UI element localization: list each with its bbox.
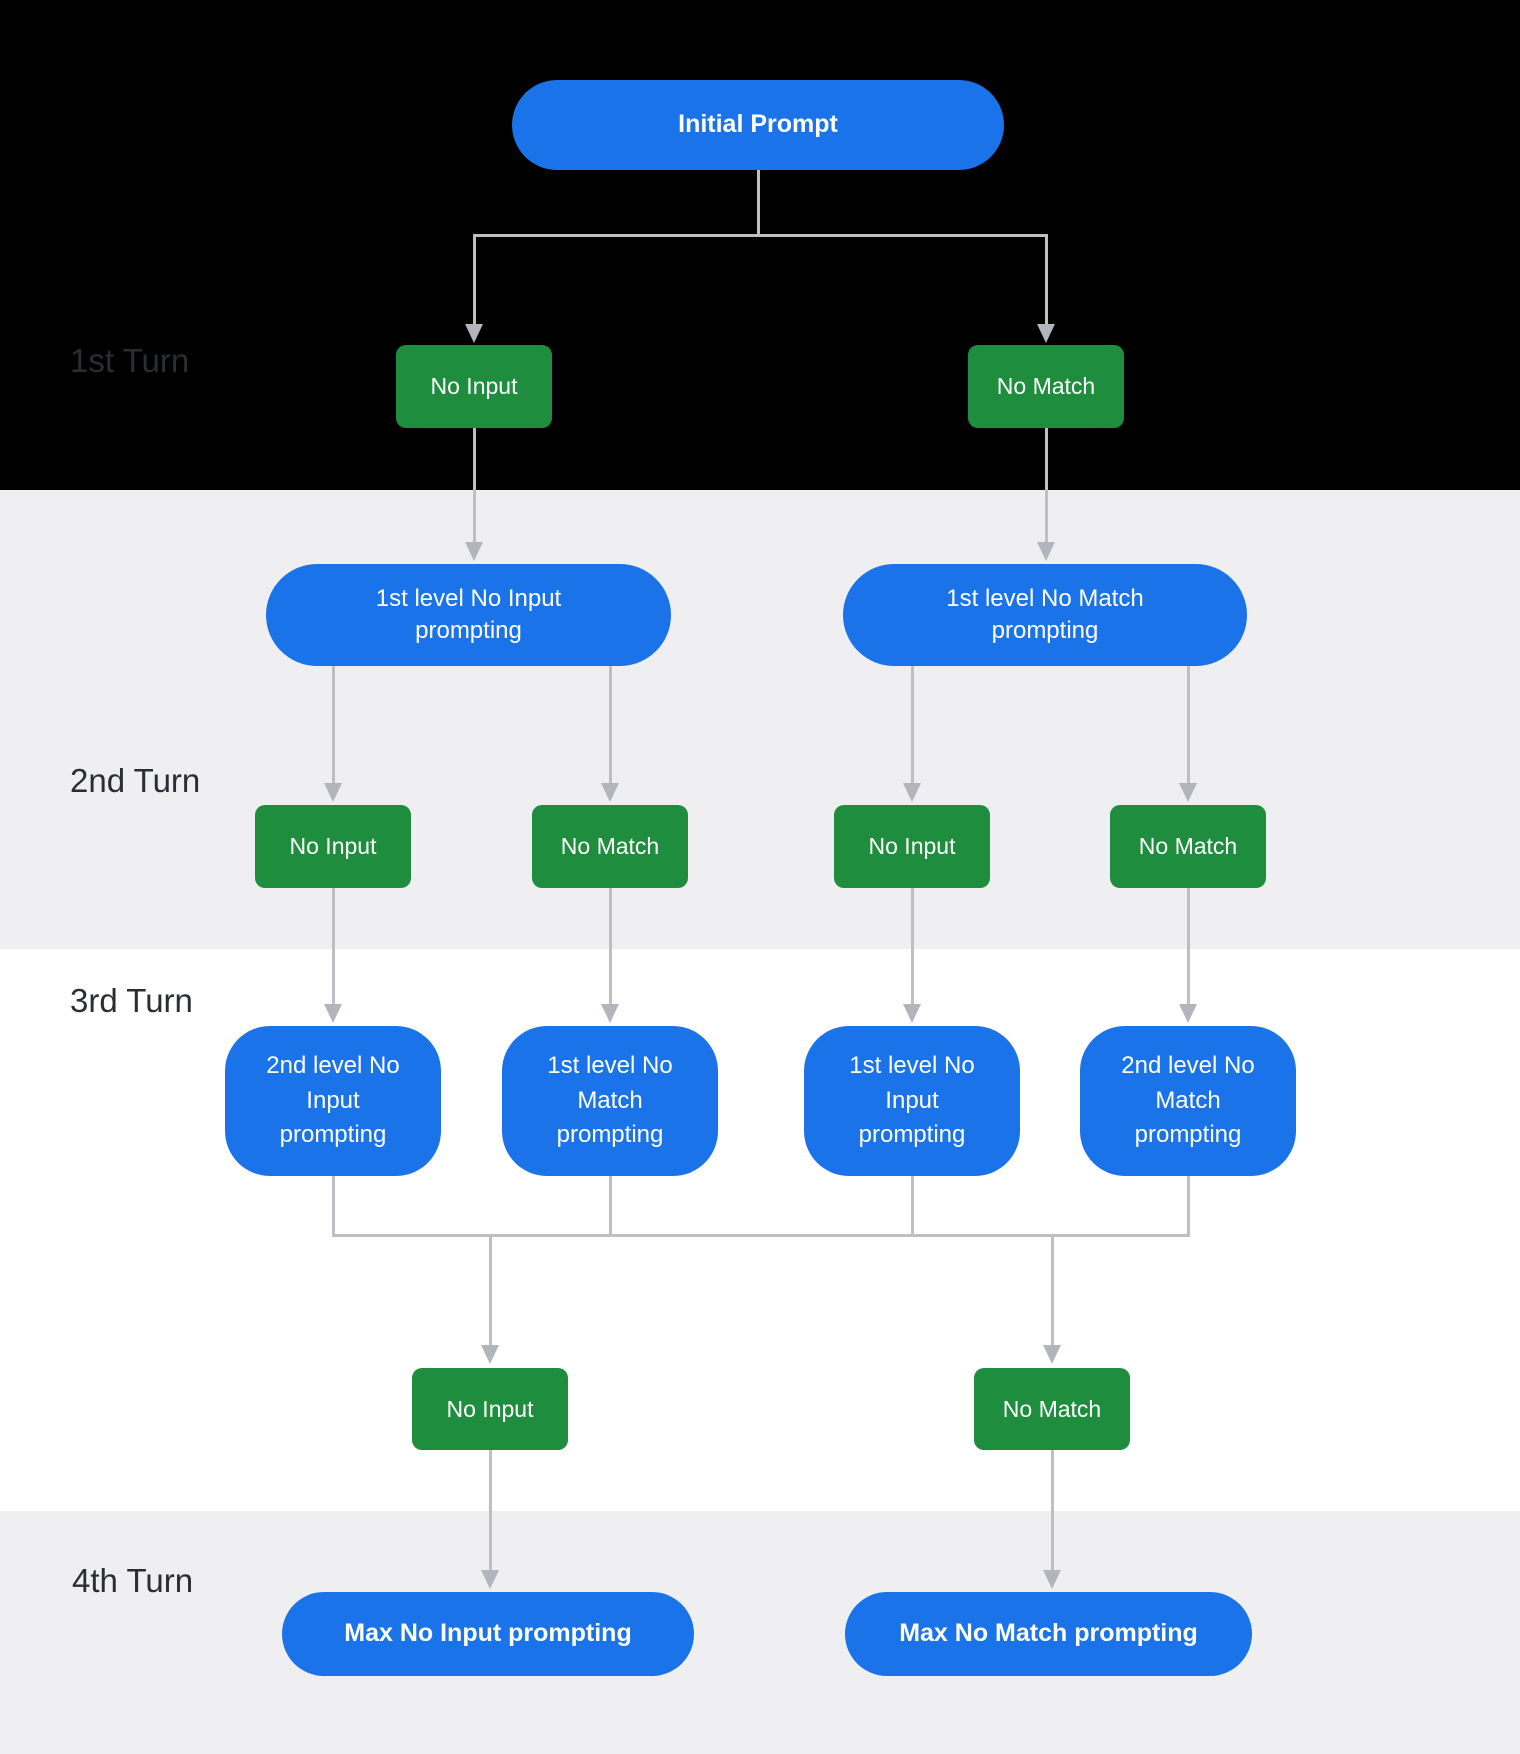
node-label: No Input	[289, 833, 377, 859]
arrowhead-icon	[1037, 324, 1055, 343]
node-turn2-no-match-right: No Match	[1110, 805, 1266, 888]
node-label: No Input	[868, 833, 956, 859]
node-turn2-no-input-right: No Input	[834, 805, 990, 888]
node-label-line: 1st level No	[849, 1051, 975, 1079]
node-label-line: Input	[885, 1086, 939, 1114]
arrowhead-icon	[481, 1345, 499, 1364]
connector-line-horizontal	[472, 233, 1048, 237]
arrowhead-icon	[481, 1570, 499, 1589]
connector-arrow-line	[608, 888, 612, 1007]
node-label: Max No Match prompting	[899, 1619, 1198, 1648]
arrowhead-icon	[1043, 1345, 1061, 1364]
arrowhead-icon	[1179, 783, 1197, 802]
connector-line-horizontal	[331, 1233, 1190, 1237]
band-turn-1	[0, 0, 1520, 490]
node-label: No Match	[560, 833, 660, 859]
node-label: Max No Input prompting	[344, 1619, 632, 1648]
node-turn2-no-match-left: No Match	[532, 805, 688, 888]
connector-arrow-line	[1044, 235, 1048, 327]
node-label-line: Input	[306, 1086, 360, 1114]
arrowhead-icon	[601, 783, 619, 802]
node-initial-prompt: Initial Prompt	[512, 80, 1004, 170]
arrowhead-icon	[601, 1004, 619, 1023]
node-label: No Match	[996, 373, 1096, 399]
connector-line	[910, 1176, 914, 1237]
arrowhead-icon	[1043, 1570, 1061, 1589]
node-label-line: 2nd level No	[1121, 1051, 1255, 1079]
node-level1-no-match-prompting: 1st level No Match prompting	[843, 564, 1247, 666]
node-label-line: Match	[577, 1086, 643, 1114]
connector-arrow-line	[488, 1450, 492, 1573]
arrowhead-icon	[903, 783, 921, 802]
connector-arrow-line	[1186, 888, 1190, 1007]
connector-arrow-line	[331, 666, 335, 786]
node-turn3-no-match: No Match	[974, 1368, 1130, 1450]
band-turn-4	[0, 1511, 1520, 1754]
node-label: No Input	[446, 1395, 534, 1422]
node-turn1-no-match: No Match	[968, 345, 1124, 428]
node-label-line: Match	[1155, 1086, 1221, 1114]
node-level1-no-input-prompting: 1st level No Input prompting	[266, 564, 671, 666]
node-label-line: prompting	[1134, 1121, 1242, 1149]
node-label-line: prompting	[991, 617, 1099, 644]
turn-label-1: 1st Turn	[70, 342, 190, 379]
node-max-no-input-prompting: Max No Input prompting	[282, 1592, 694, 1676]
node-label-line: prompting	[556, 1121, 664, 1149]
connector-arrow-line	[472, 235, 476, 327]
connector-arrow-line	[1044, 428, 1048, 545]
connector-arrow-line	[1050, 1450, 1054, 1573]
node-label-line: prompting	[858, 1121, 966, 1149]
node-turn1-no-input: No Input	[396, 345, 552, 428]
node-label-line: 2nd level No	[266, 1051, 400, 1079]
node-label-line: 1st level No Input	[375, 584, 562, 612]
turn-label-2: 2nd Turn	[70, 762, 201, 799]
node-label-line: prompting	[415, 617, 522, 644]
arrowhead-icon	[324, 1004, 342, 1023]
node-label-line: 1st level No Match	[946, 584, 1144, 612]
node-label: No Match	[1002, 1395, 1102, 1422]
node-level2-no-input-prompting: 2nd level No Input prompting	[225, 1026, 441, 1176]
node-label-line: 1st level No	[547, 1051, 673, 1079]
turn-label-3: 3rd Turn	[70, 982, 193, 1019]
node-turn2-no-input-left: No Input	[255, 805, 411, 888]
connector-arrow-line	[488, 1235, 492, 1348]
connector-arrow-line	[608, 666, 612, 786]
node-label: Initial Prompt	[678, 110, 838, 139]
node-turn3-no-input: No Input	[412, 1368, 568, 1450]
node-label: No Match	[1138, 833, 1238, 859]
node-label: No Input	[430, 373, 518, 399]
connector-arrow-line	[1050, 1235, 1054, 1348]
connector-arrow-line	[1186, 666, 1190, 786]
arrowhead-icon	[1179, 1004, 1197, 1023]
connector-line	[608, 1176, 612, 1237]
band-turn-3	[0, 949, 1520, 1511]
connector-line	[1186, 1176, 1190, 1237]
turn-label-4: 4th Turn	[72, 1562, 194, 1599]
connector-arrow-line	[472, 428, 476, 545]
arrowhead-icon	[324, 783, 342, 802]
node-max-no-match-prompting: Max No Match prompting	[845, 1592, 1252, 1676]
arrowhead-icon	[903, 1004, 921, 1023]
band-turn-2	[0, 490, 1520, 949]
arrowhead-icon	[465, 542, 483, 561]
node-level1-no-match-prompting-b: 1st level No Match prompting	[502, 1026, 718, 1176]
arrowhead-icon	[1037, 542, 1055, 561]
connector-arrow-line	[910, 666, 914, 786]
connector-arrow-line	[910, 888, 914, 1007]
node-level1-no-input-prompting-b: 1st level No Input prompting	[804, 1026, 1020, 1176]
connector-line	[756, 170, 760, 237]
node-label-line: prompting	[279, 1121, 387, 1149]
connector-arrow-line	[331, 888, 335, 1007]
arrowhead-icon	[465, 324, 483, 343]
connector-line	[331, 1176, 335, 1237]
node-level2-no-match-prompting: 2nd level No Match prompting	[1080, 1026, 1296, 1176]
